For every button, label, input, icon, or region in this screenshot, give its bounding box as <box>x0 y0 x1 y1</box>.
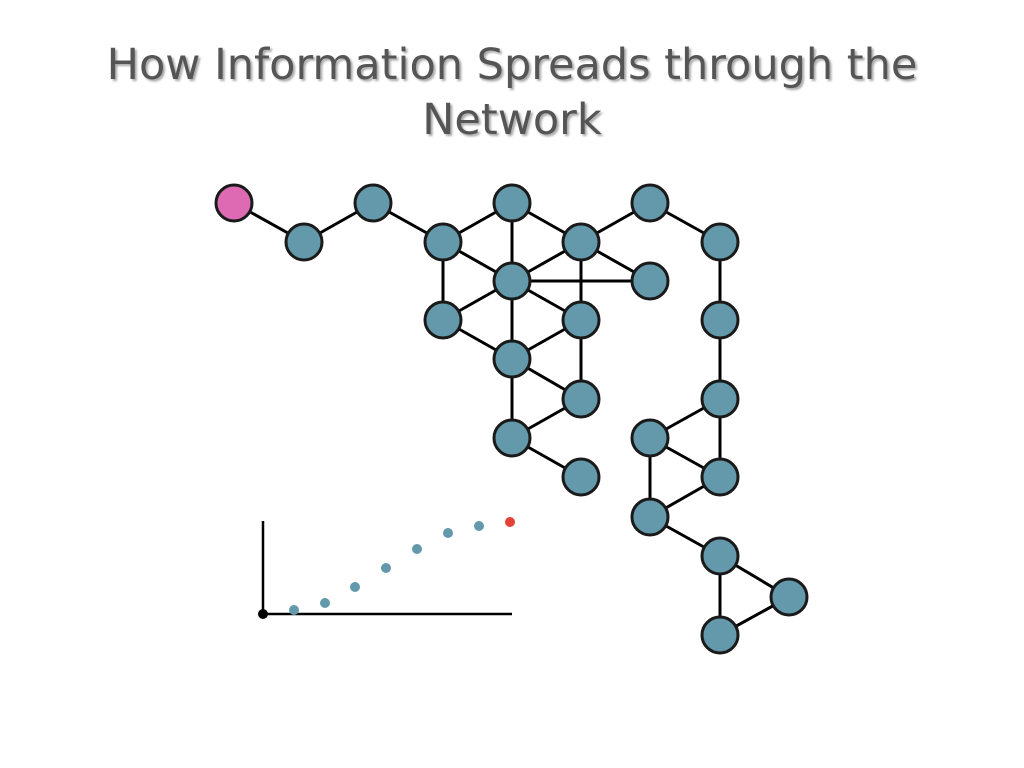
growth-points <box>289 517 515 615</box>
slide-title: How Information Spreads through the Netw… <box>106 40 918 145</box>
network-node <box>561 300 601 340</box>
growth-point <box>443 528 453 538</box>
network-node <box>561 379 601 419</box>
growth-point <box>474 521 484 531</box>
network-node <box>561 222 601 262</box>
network-node <box>630 497 670 537</box>
growth-point <box>412 544 422 554</box>
network-node <box>492 261 532 301</box>
network-node <box>353 183 393 223</box>
source-node <box>214 183 254 223</box>
growth-point <box>381 563 391 573</box>
network-node <box>630 261 670 301</box>
growth-inset <box>258 517 515 619</box>
network-node <box>630 183 670 223</box>
network-nodes <box>214 183 809 655</box>
network-node <box>423 300 463 340</box>
network-node <box>700 615 740 655</box>
network-node <box>700 222 740 262</box>
growth-axis-origin <box>258 609 268 619</box>
growth-point <box>289 605 299 615</box>
network-node <box>700 300 740 340</box>
network-node <box>630 418 670 458</box>
network-node <box>423 222 463 262</box>
network-node <box>700 379 740 419</box>
network-node <box>492 418 532 458</box>
growth-point <box>320 598 330 608</box>
network-node <box>284 222 324 262</box>
network-node <box>769 577 809 617</box>
network-node <box>700 536 740 576</box>
network-node <box>561 457 601 497</box>
network-node <box>700 457 740 497</box>
network-node <box>492 183 532 223</box>
network-node <box>492 339 532 379</box>
growth-latest-point <box>505 517 515 527</box>
growth-point <box>350 582 360 592</box>
